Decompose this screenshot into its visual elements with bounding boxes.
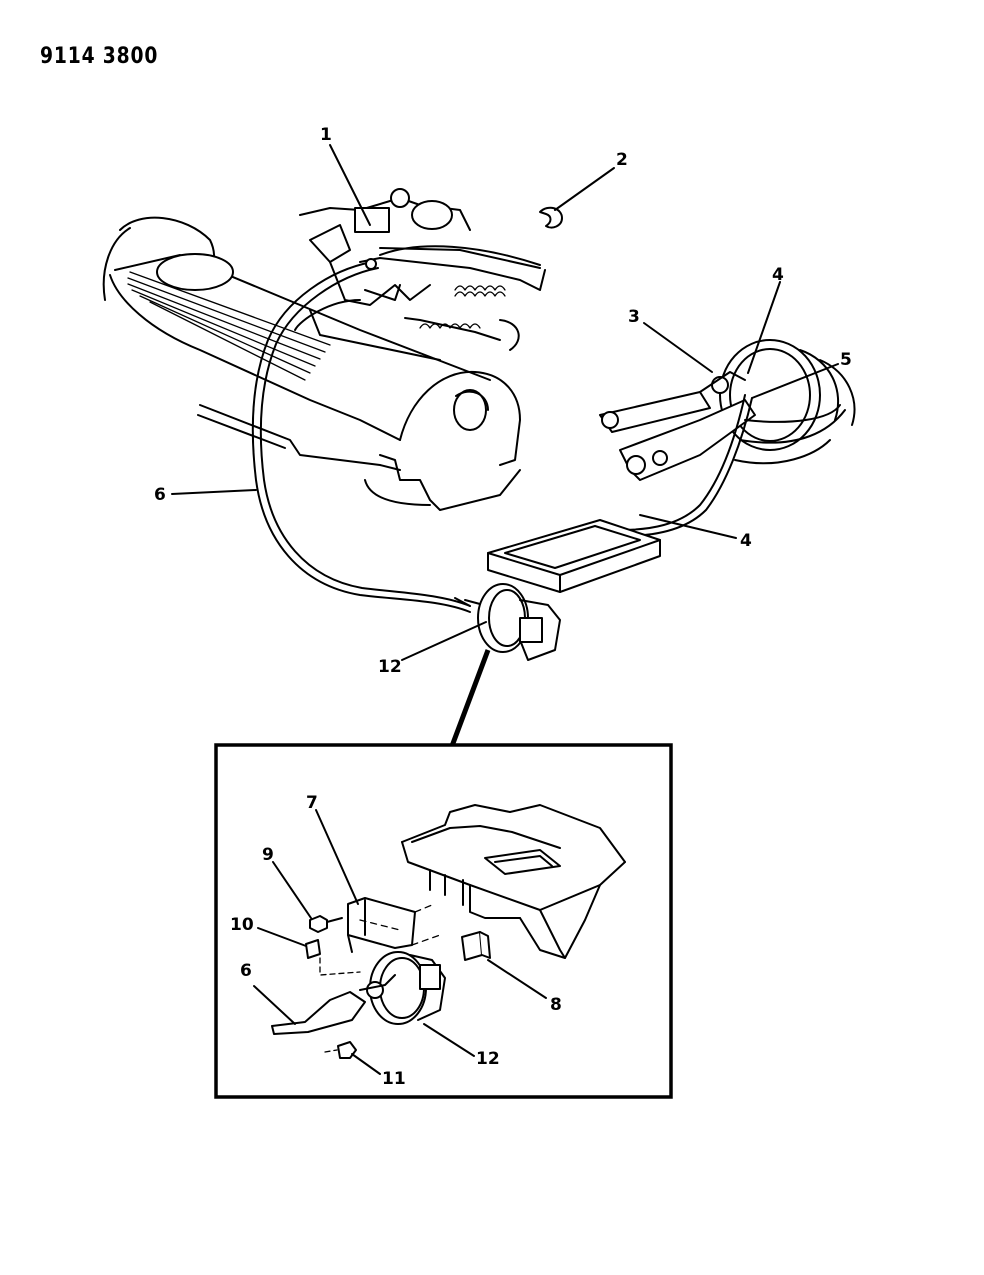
brake-booster-master-cylinder (599, 339, 856, 537)
cable-clip (539, 206, 563, 229)
callout-9: 9 (262, 845, 274, 865)
callout-8: 8 (550, 995, 562, 1015)
callout-4: 4 (772, 265, 784, 285)
leader-lines (171, 144, 839, 1075)
callout-6: 6 (240, 961, 252, 981)
callout-5: 5 (840, 350, 852, 370)
callout-2: 2 (616, 150, 628, 170)
callout-6: 6 (154, 485, 166, 505)
diagram-code: 9114 3800 (40, 44, 159, 69)
speed-control-cable (251, 258, 471, 613)
detail-pointer-line (449, 649, 491, 747)
engine-valve-cover (102, 216, 521, 511)
callout-4: 4 (740, 531, 752, 551)
callout-12: 12 (476, 1049, 500, 1069)
callout-10: 10 (230, 915, 254, 935)
callout-1: 1 (320, 125, 332, 145)
callout-3: 3 (628, 307, 640, 327)
callout-12: 12 (378, 657, 402, 677)
servo-assembly-main (454, 519, 661, 661)
callout-7: 7 (306, 793, 318, 813)
throttle-body-assembly (294, 188, 546, 361)
callout-labels: 1 2 3 4 5 4 6 12 7 9 10 6 8 12 11 (154, 125, 852, 1089)
detail-inset (214, 743, 673, 1099)
callout-11: 11 (382, 1069, 406, 1089)
